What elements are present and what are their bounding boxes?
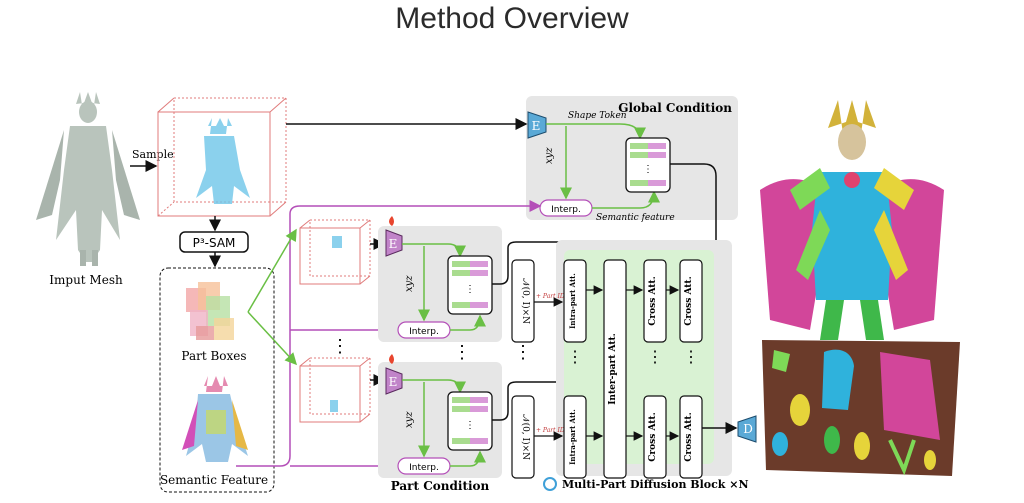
condition-ellipsis: ⋮ [453, 342, 471, 363]
global-condition-label: Global Condition [618, 101, 732, 115]
part2-interp-label: Interp. [409, 463, 439, 473]
shape-token-arrow [546, 123, 646, 140]
global-interp-label: Interp. [551, 205, 581, 215]
part2-token-stack: ⋮ [447, 391, 493, 451]
global-encoder: E [527, 111, 547, 139]
output-character [760, 100, 944, 340]
svg-text:⋮: ⋮ [643, 164, 653, 175]
block-ellipsis-1: ⋮ [567, 347, 583, 366]
decoder: D [737, 415, 757, 443]
input-mesh-label: Imput Mesh [49, 273, 123, 287]
intra-part-att-label-1: Intra-part Att. [568, 273, 577, 329]
noise-box-1 [511, 259, 535, 343]
part-condition-label: Part Condition [391, 479, 490, 493]
part-cloud-1 [332, 236, 342, 248]
svg-text:E: E [389, 375, 398, 389]
inter-part-att [603, 259, 627, 479]
global-xyz-label: xyz [544, 147, 555, 164]
point-cloud [196, 118, 250, 204]
sample-label: Sample [132, 148, 174, 161]
intra-part-att-label-2: Intra-part Att. [568, 409, 577, 465]
part-boxes-figure [186, 282, 234, 340]
part2-interp-out-arrow [450, 450, 486, 467]
inter-part-att-label: Inter-part Att. [608, 333, 618, 405]
part-encoder-1: E [385, 216, 403, 257]
noise-label-2: 𝒩(0, I)×N [520, 414, 531, 460]
part-id-label-2: + Part ID [536, 427, 565, 434]
intra-part-att-1 [563, 259, 587, 343]
svg-text:⋮: ⋮ [465, 420, 475, 431]
page-title: Method Overview [395, 2, 629, 35]
semantic-feature-figure [182, 376, 248, 462]
part-encoder-2: E [385, 354, 403, 395]
shape-token-label: Shape Token [568, 111, 627, 121]
global-semantic-feature-label: Semantic feature [596, 213, 675, 223]
part2-xyz-label: xyz [404, 411, 415, 428]
cross-att-2b [679, 395, 703, 479]
part-id-label-1: + Part ID [536, 293, 565, 300]
global-interp-out-arrow [592, 190, 660, 209]
cross-att-label-1b: Cross Att. [684, 276, 694, 325]
part1-interp-label: Interp. [409, 327, 439, 337]
p3sam-box [179, 231, 249, 253]
semantic-feature-label: Semantic Feature [160, 473, 268, 487]
cross-att-label-1a: Cross Att. [648, 276, 658, 325]
cross-att-label-2b: Cross Att. [684, 412, 694, 461]
semantic-to-global-arrow [236, 200, 542, 467]
part-boxes-label: Part Boxes [181, 349, 246, 363]
part1-xyz-label: xyz [404, 275, 415, 292]
noise-label-1: 𝒩(0, I)×N [520, 278, 531, 324]
block-ellipsis-3: ⋮ [683, 347, 699, 366]
cross-att-1a [643, 259, 667, 343]
noise-box-2 [511, 395, 535, 479]
part-cube-2 [299, 357, 371, 423]
svg-text:E: E [389, 237, 398, 251]
p3sam-label: P³-SAM [193, 236, 236, 250]
global-token-stack: ⋮ [625, 137, 671, 193]
part-cube-1 [299, 219, 371, 285]
part-cloud-2 [330, 400, 338, 412]
partbox-to-top-arrow [247, 228, 297, 313]
part1-interp-out-arrow [450, 314, 486, 331]
intra-part-att-2 [563, 395, 587, 479]
partbox-to-bottom-arrow [247, 311, 298, 366]
svg-text:⋮: ⋮ [465, 284, 475, 295]
loop-icon [543, 477, 557, 491]
cross-att-2a [643, 395, 667, 479]
part1-token-stack: ⋮ [447, 255, 493, 315]
diffusion-block-inner [564, 250, 714, 464]
svg-text:D: D [743, 422, 753, 436]
diffusion-block-label: Multi-Part Diffusion Block ×N [562, 478, 749, 491]
noise-ellipsis: ⋮ [514, 342, 532, 363]
input-mesh-figure [36, 92, 140, 266]
block-ellipsis-2: ⋮ [647, 347, 663, 366]
exploded-parts-panel [762, 340, 960, 476]
cross-att-1b [679, 259, 703, 343]
cube-ellipsis: ⋮ [331, 336, 349, 357]
part2-token-arrow [402, 379, 466, 394]
cross-att-label-2a: Cross Att. [648, 412, 658, 461]
part1-token-arrow [402, 243, 466, 258]
global-to-cross-line [670, 163, 717, 396]
svg-text:E: E [532, 119, 541, 133]
segmentation-output-box [159, 267, 275, 493]
